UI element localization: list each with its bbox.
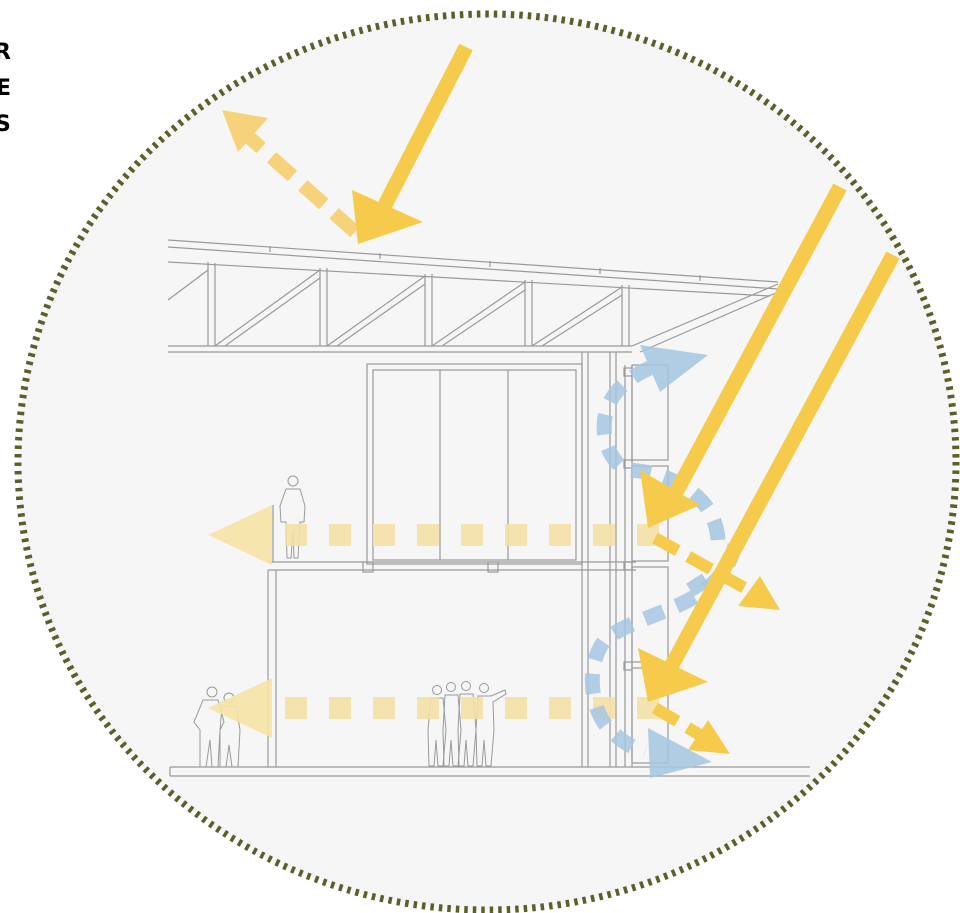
title-fragment-1: R	[0, 40, 12, 66]
title-fragment-2: E	[0, 76, 12, 102]
title-fragment-3: S	[0, 112, 12, 138]
